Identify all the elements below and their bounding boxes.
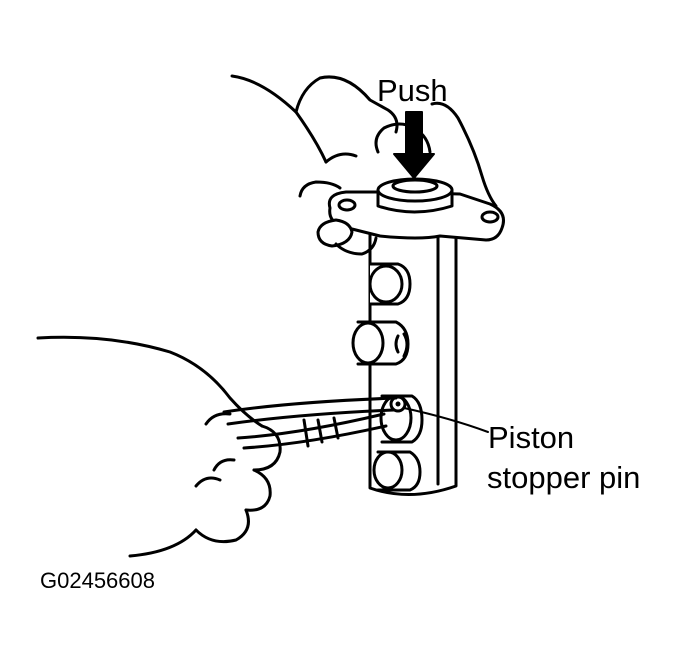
upper-port <box>368 262 412 306</box>
push-arrow <box>393 111 435 179</box>
middle-port <box>351 320 410 366</box>
callout-label-line1: Piston <box>488 420 575 455</box>
push-label: Push <box>377 73 448 108</box>
callout-label-line2: stopper pin <box>487 460 641 495</box>
piston-cap <box>376 177 454 214</box>
upper-hand <box>230 74 498 256</box>
bottom-port <box>372 450 422 492</box>
lower-hand <box>36 335 282 558</box>
piston-stopper-pin <box>389 395 407 413</box>
callout-leader-line <box>403 407 489 433</box>
pliers <box>222 396 398 450</box>
figure-id: G02456608 <box>40 568 155 593</box>
